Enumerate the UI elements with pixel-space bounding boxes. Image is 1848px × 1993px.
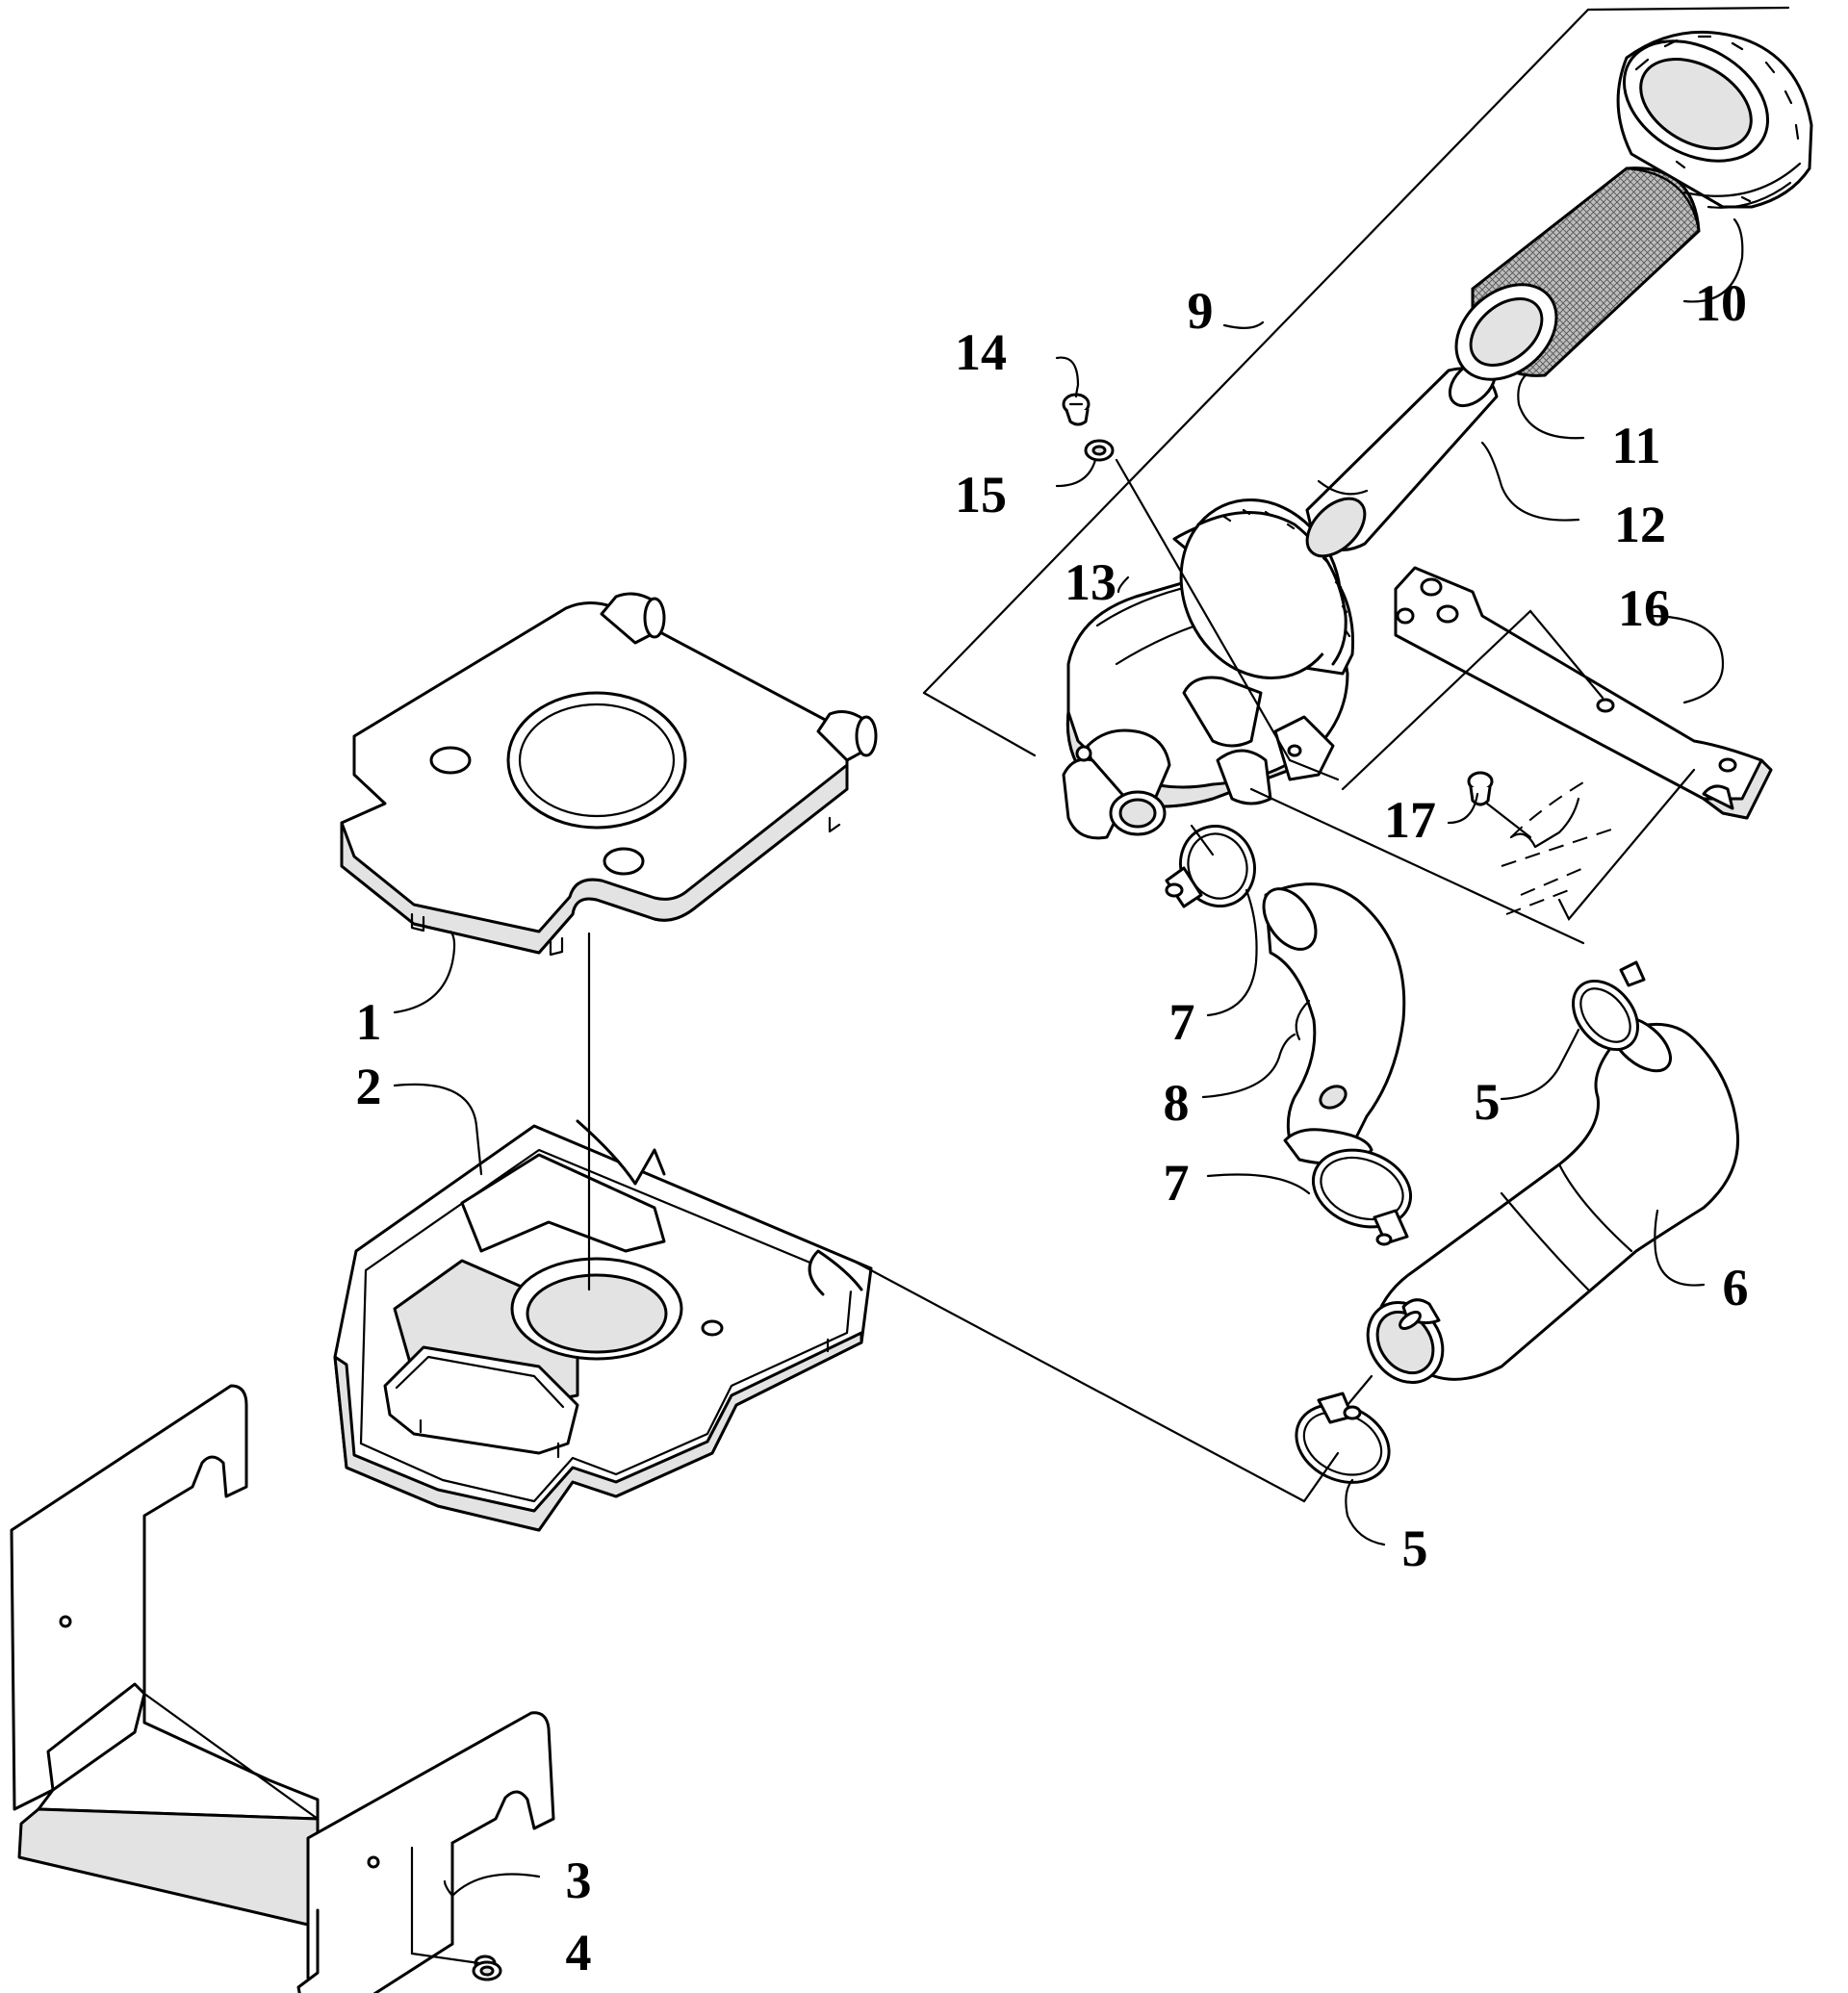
callout-16: 16 [1618, 579, 1670, 637]
callout-leaders [393, 217, 1744, 1898]
airbox-base [333, 1119, 873, 1532]
elbow-hose [1262, 882, 1406, 1165]
callout-7b: 7 [1164, 1154, 1190, 1212]
callout-1: 1 [356, 993, 382, 1051]
airbox-cover [340, 592, 878, 957]
callout-17: 17 [1384, 791, 1436, 849]
screw-4 [472, 1955, 502, 1981]
callout-6: 6 [1723, 1259, 1749, 1316]
intake-duct [1366, 1015, 1740, 1385]
callout-labels: 1 2 3 4 5 5 6 7 7 8 9 10 11 12 13 14 15 … [356, 274, 1749, 1981]
screw-17 [1467, 771, 1494, 806]
hose-clamp-5-upper [1572, 960, 1646, 1052]
callout-12: 12 [1614, 496, 1666, 553]
hose-clamp-7-lower [1311, 1148, 1413, 1246]
callout-15: 15 [955, 466, 1007, 524]
air-cleaner-housing [1062, 498, 1355, 840]
callout-8: 8 [1164, 1074, 1190, 1132]
callout-9: 9 [1188, 282, 1214, 340]
filter-element [1454, 166, 1701, 381]
assembly-guide-lines [410, 6, 1790, 1965]
callout-14: 14 [955, 323, 1007, 381]
callout-13: 13 [1065, 553, 1116, 611]
callout-11: 11 [1611, 417, 1660, 474]
hose-clamp-7-upper [1165, 824, 1256, 908]
hose-clamp-5-lower [1295, 1392, 1391, 1484]
callout-5b: 5 [1402, 1520, 1428, 1577]
mounting-bracket [1394, 566, 1773, 820]
callout-3: 3 [566, 1852, 592, 1909]
callout-2: 2 [356, 1058, 382, 1115]
inner-filter-tube [1305, 358, 1499, 558]
callout-10: 10 [1695, 274, 1747, 332]
callout-7a: 7 [1169, 993, 1195, 1051]
screw-14 [1062, 393, 1091, 426]
callout-4: 4 [566, 1924, 592, 1981]
filter-cap [1616, 30, 1813, 209]
callout-5a: 5 [1475, 1073, 1501, 1131]
heat-shield [10, 1384, 555, 1993]
washer-15 [1084, 439, 1115, 462]
